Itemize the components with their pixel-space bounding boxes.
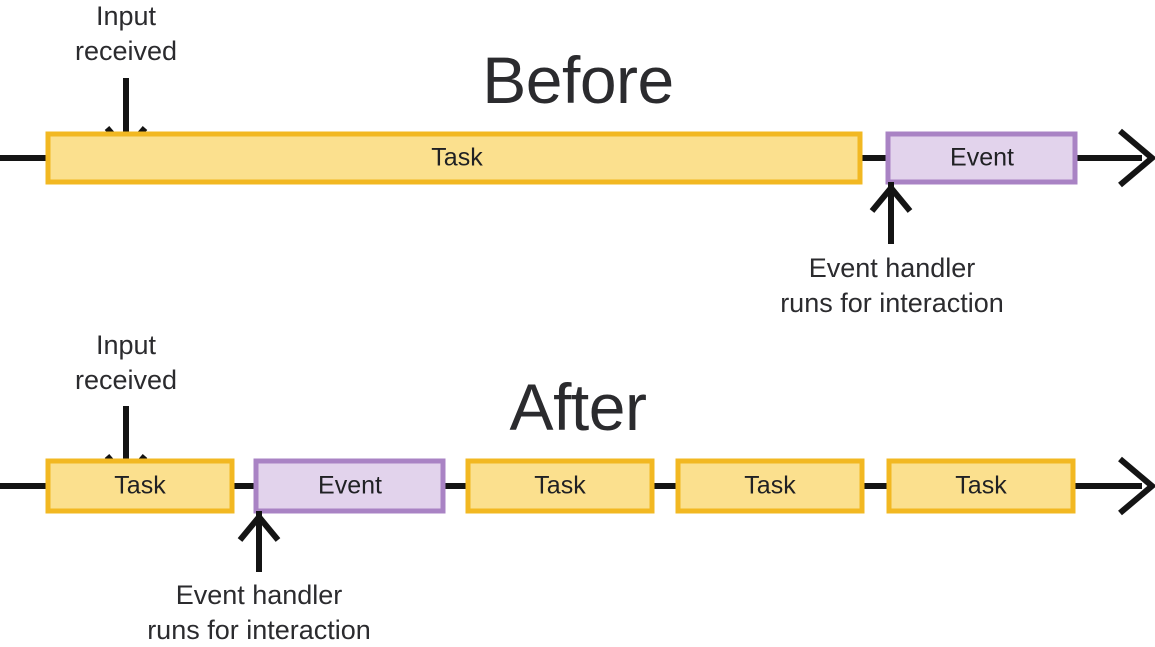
annotation-event-handler-after-line2: runs for interaction [147, 615, 371, 645]
annotation-event-handler-before-line2: runs for interaction [780, 288, 1004, 318]
after-task-label-4: Task [955, 472, 1007, 500]
before-event-block: Event [885, 131, 1078, 185]
event-handler-arrow-after [237, 511, 281, 572]
annotation-event-handler-before-line1: Event handler [809, 253, 976, 283]
annotation-input-received-after-line2: received [75, 365, 177, 395]
timeline-arrowhead-before [1118, 128, 1155, 188]
after-event-label: Event [318, 472, 382, 500]
after-task-block-2: Task [465, 458, 655, 514]
event-handler-arrow-before [869, 182, 913, 244]
after-task-label-2: Task [534, 472, 586, 500]
before-task-block: Task [45, 131, 863, 185]
annotation-input-received-line2: received [75, 36, 177, 66]
timeline-arrowhead-after [1118, 456, 1155, 516]
after-task-label-1: Task [114, 472, 166, 500]
after-event-block: Event [253, 458, 446, 514]
after-task-block-1: Task [45, 458, 235, 514]
annotation-input-received-line1: Input [96, 1, 157, 31]
annotation-event-handler-after-line1: Event handler [176, 580, 343, 610]
after-task-block-3: Task [675, 458, 865, 514]
before-task-label: Task [431, 144, 483, 172]
after-task-label-3: Task [744, 472, 796, 500]
section-title-after: After [510, 370, 647, 444]
section-title-before: Before [482, 43, 673, 117]
before-event-label: Event [950, 144, 1014, 172]
annotation-input-received-after-line1: Input [96, 330, 157, 360]
after-task-block-4: Task [886, 458, 1076, 514]
